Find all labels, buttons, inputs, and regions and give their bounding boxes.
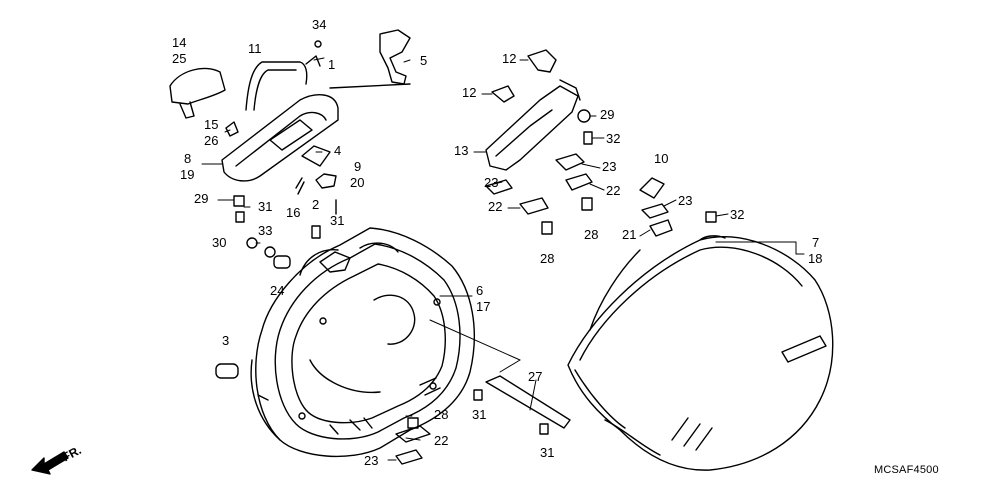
callout-4: 4: [334, 143, 342, 158]
callout-32-upper: 32: [606, 131, 621, 146]
callout-7: 7: [812, 235, 820, 250]
callout-32-right: 32: [730, 207, 745, 222]
callout-22-lower: 22: [434, 433, 449, 448]
callout-6: 6: [476, 283, 484, 298]
callout-23-lower: 23: [364, 453, 379, 468]
callout-17: 17: [476, 299, 491, 314]
callout-29-right: 29: [600, 107, 615, 122]
callout-20: 20: [350, 175, 365, 190]
callout-31-lower-right: 31: [540, 445, 555, 460]
leader-lines: [201, 57, 805, 461]
front-arrow-drawing: [31, 451, 69, 475]
callout-31-lower-left: 31: [472, 407, 487, 422]
callout-23-left-upper: 23: [484, 175, 499, 190]
callout-9: 9: [354, 159, 362, 174]
diagram-code: MCSAF4500: [874, 464, 939, 476]
callout-25: 25: [172, 51, 187, 66]
callout-26: 26: [204, 133, 219, 148]
callout-8: 8: [184, 151, 192, 166]
callout-23-right-upper: 23: [602, 159, 617, 174]
callout-27: 27: [528, 369, 543, 384]
callout-34: 34: [312, 17, 327, 32]
callout-33: 33: [258, 223, 273, 238]
callout-18: 18: [808, 251, 823, 266]
callout-19: 19: [180, 167, 195, 182]
callout-14: 14: [172, 35, 187, 50]
callout-29-left: 29: [194, 191, 209, 206]
top-parts-drawing: [169, 29, 571, 465]
callout-22-left-upper: 22: [488, 199, 503, 214]
callout-5: 5: [420, 53, 428, 68]
callout-30: 30: [212, 235, 227, 250]
saddlebag-lid-drawing: [567, 235, 834, 471]
callout-3: 3: [222, 333, 230, 348]
callout-15: 15: [204, 117, 219, 132]
callout-12-mid: 12: [462, 85, 477, 100]
callout-12-top: 12: [502, 51, 517, 66]
callout-1: 1: [328, 57, 336, 72]
callout-31-left: 31: [258, 199, 273, 214]
callout-21: 21: [622, 227, 637, 242]
callout-24: 24: [270, 283, 285, 298]
saddlebag-body-drawing: [250, 227, 475, 458]
callout-28-lower: 28: [434, 407, 449, 422]
callout-13: 13: [454, 143, 469, 158]
callout-16: 16: [286, 205, 301, 220]
callout-2: 2: [312, 197, 320, 212]
callout-28-right-upper: 28: [584, 227, 599, 242]
callout-28-left-upper: 28: [540, 251, 555, 266]
callout-23-far-right: 23: [678, 193, 693, 208]
callout-22-right-upper: 22: [606, 183, 621, 198]
callout-31-mid: 31: [330, 213, 345, 228]
callout-11: 11: [248, 41, 262, 56]
callout-10: 10: [654, 151, 669, 166]
bracket-assembly-drawing: [485, 49, 717, 237]
